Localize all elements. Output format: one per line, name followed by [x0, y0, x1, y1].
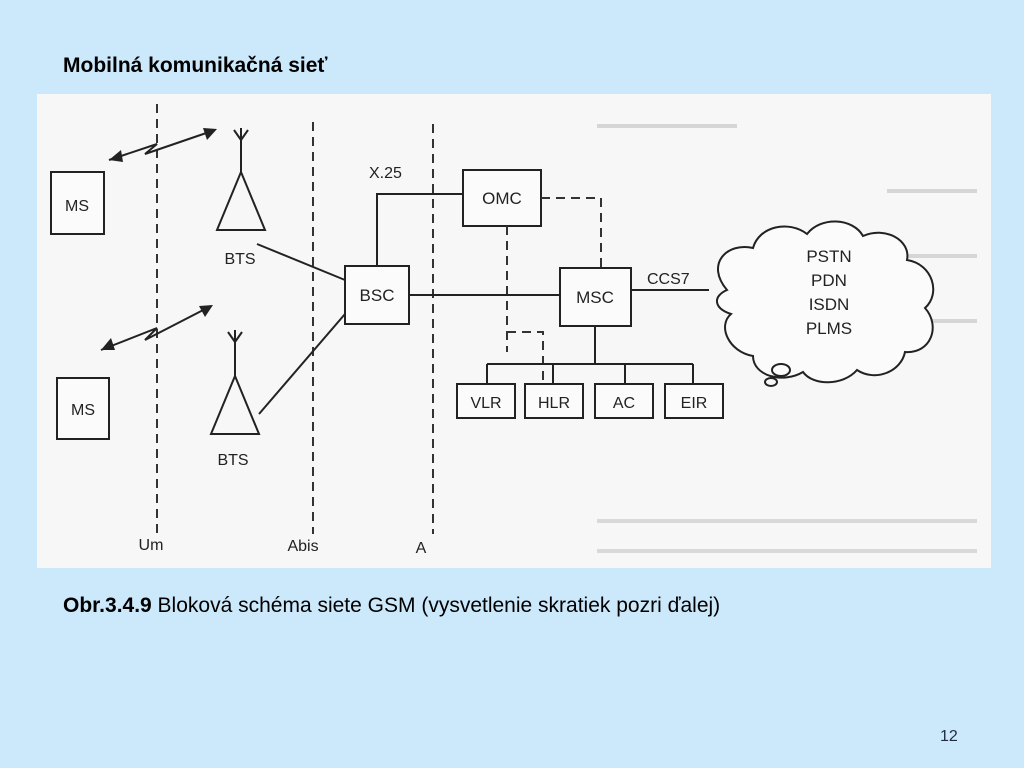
ms-top-box	[50, 171, 105, 235]
omc-msc-dashed-link	[541, 197, 602, 268]
radio-link-top-icon	[108, 128, 217, 162]
figure-ref: Obr.3.4.9	[63, 594, 152, 617]
vlr-box	[456, 383, 516, 419]
omc-box	[462, 169, 542, 227]
network-pstn-label: PSTN	[806, 247, 851, 266]
ms-bottom-label: MS	[71, 402, 95, 419]
figure-caption-text: Bloková schéma siete GSM (vysvetlenie sk…	[151, 594, 721, 617]
network-isdn-label: ISDN	[809, 295, 850, 314]
ac-box	[594, 383, 654, 419]
x25-label: X.25	[369, 165, 402, 182]
cloud-tail-icon	[764, 363, 791, 387]
hlr-box	[524, 383, 584, 419]
omc-label: OMC	[482, 189, 522, 208]
x25-link	[376, 193, 463, 266]
eir-label: EIR	[681, 395, 708, 412]
interface-um-label: Um	[139, 537, 164, 554]
gsm-network-diagram: MS MS BTS BTS	[37, 94, 991, 568]
interface-abis-label: Abis	[287, 538, 318, 555]
eir-box	[664, 383, 724, 419]
vlr-label: VLR	[470, 395, 501, 412]
figure-caption: Obr.3.4.9 Bloková schéma siete GSM (vysv…	[63, 594, 720, 618]
network-pdn-label: PDN	[811, 271, 847, 290]
interface-a-label: A	[416, 540, 427, 557]
omc-hlr-dashed-branch	[507, 331, 544, 384]
slide-title: Mobilná komunikačná sieť	[63, 54, 328, 77]
antenna-top-icon	[215, 128, 267, 231]
ms-top-label: MS	[65, 198, 89, 215]
bts-bottom-label: BTS	[217, 452, 248, 469]
ccs7-label: CCS7	[647, 271, 690, 288]
page-number: 12	[940, 728, 958, 745]
bts-top-label: BTS	[224, 251, 255, 268]
ac-label: AC	[613, 395, 635, 412]
diagram-canvas: MS MS BTS BTS	[50, 104, 977, 557]
hlr-label: HLR	[538, 395, 570, 412]
ms-bottom-box	[56, 377, 110, 440]
msc-label: MSC	[576, 288, 614, 307]
network-plms-label: PLMS	[806, 319, 852, 338]
scan-bleed-through	[597, 124, 977, 553]
antenna-bottom-icon	[209, 330, 261, 435]
radio-link-bottom-icon	[100, 305, 213, 351]
bts-top-bsc-link	[256, 243, 346, 281]
network-cloud-icon	[716, 220, 935, 384]
bsc-label: BSC	[360, 286, 395, 305]
bts-bottom-bsc-link	[258, 313, 346, 415]
